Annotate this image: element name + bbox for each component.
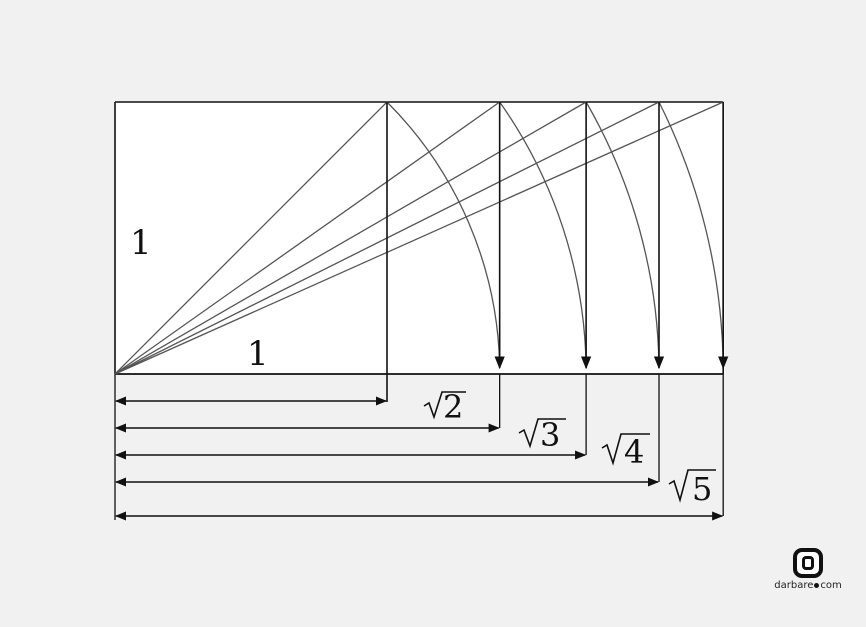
diagonal-to-x-3 bbox=[114, 101, 587, 375]
arc-to-sqrt3 bbox=[499, 101, 591, 368]
radicand-sqrt5: 5 bbox=[692, 470, 712, 508]
dimension-arrows bbox=[114, 374, 724, 521]
vertical-lines bbox=[386, 102, 729, 402]
label-side-horizontal: 1 bbox=[247, 334, 269, 374]
root-label-sqrt5: 5 bbox=[668, 469, 716, 508]
radical-sign-sqrt5 bbox=[668, 469, 716, 503]
root-label-sqrt3: 3 bbox=[518, 416, 566, 454]
radicand-sqrt4: 4 bbox=[624, 433, 644, 471]
radicand-sqrt3: 3 bbox=[540, 416, 560, 454]
watermark-logo-icon bbox=[793, 548, 823, 578]
arc-to-sqrt2 bbox=[386, 101, 504, 368]
diagonal-to-x-1 bbox=[114, 101, 388, 375]
radical-sign-sqrt3 bbox=[518, 418, 566, 449]
arc-curves bbox=[386, 101, 728, 368]
root-label-sqrt2: 2 bbox=[423, 388, 466, 426]
diagonal-to-x-5 bbox=[114, 101, 724, 375]
radicand-sqrt2: 2 bbox=[443, 388, 463, 426]
label-side-vertical: 1 bbox=[130, 223, 152, 263]
diagonal-to-x-2 bbox=[114, 101, 501, 375]
radical-sign-sqrt2 bbox=[423, 391, 466, 420]
radical-sign-sqrt4 bbox=[601, 433, 650, 466]
diagonal-lines bbox=[114, 101, 724, 375]
arc-to-sqrt5 bbox=[658, 101, 728, 368]
root-label-sqrt4: 4 bbox=[601, 433, 650, 471]
arc-to-sqrt4 bbox=[585, 101, 664, 368]
